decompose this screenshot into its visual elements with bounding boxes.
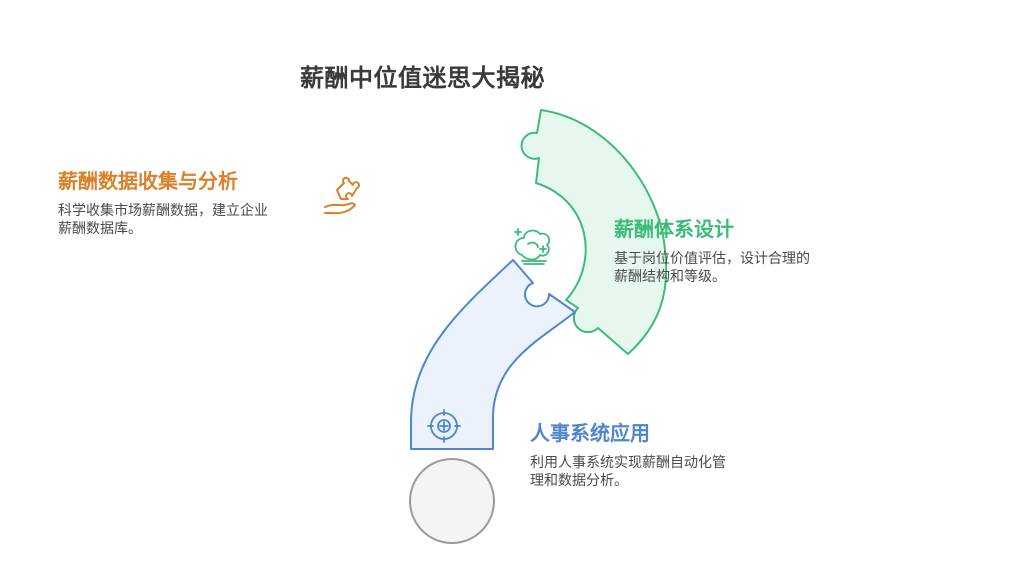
puzzle-hand-icon	[324, 176, 360, 215]
section-hr: 人事系统应用 利用人事系统实现薪酬自动化管理和数据分析。	[530, 420, 730, 490]
hr-description: 利用人事系统实现薪酬自动化管理和数据分析。	[530, 455, 726, 489]
green-arc-piece[interactable]	[520, 109, 668, 355]
design-description: 基于岗位价值评估，设计合理的薪酬结构和等级。	[614, 251, 810, 285]
collect-description: 科学收集市场薪酬数据，建立企业薪酬数据库。	[58, 203, 268, 237]
brain-sparkle-icon	[514, 228, 551, 265]
hr-heading: 人事系统应用	[530, 421, 650, 445]
design-heading: 薪酬体系设计	[614, 217, 734, 241]
target-icon	[427, 409, 461, 443]
page-title: 薪酬中位值迷思大揭秘	[300, 64, 545, 92]
section-collect: 薪酬数据收集与分析 科学收集市场薪酬数据，建立企业薪酬数据库。	[58, 168, 268, 238]
blue-curve-piece[interactable]	[410, 259, 576, 450]
base-circle	[409, 458, 495, 544]
collect-heading: 薪酬数据收集与分析	[58, 169, 238, 193]
section-design: 薪酬体系设计 基于岗位价值评估，设计合理的薪酬结构和等级。	[614, 216, 819, 286]
